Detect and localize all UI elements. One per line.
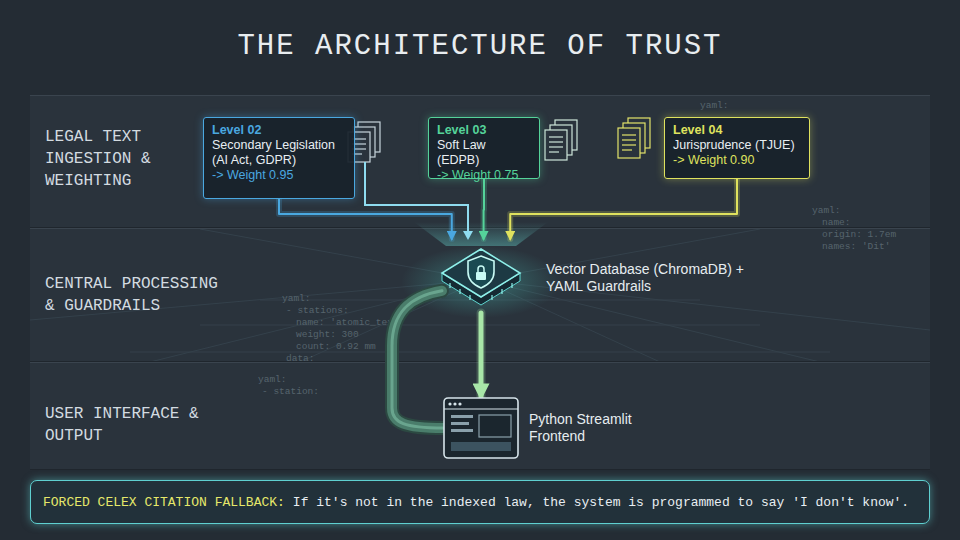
shield-icon	[468, 256, 494, 288]
content-line	[451, 415, 473, 418]
database-chip: Vector Database (ChromaDB) + YAML Guardr…	[438, 239, 524, 313]
code-snippet: - stations:	[286, 305, 349, 316]
band-label: USER INTERFACE & OUTPUT	[45, 403, 235, 447]
connector-glow	[279, 199, 452, 239]
content-panel	[479, 415, 511, 437]
chip-top	[442, 249, 520, 297]
content-line	[451, 422, 469, 425]
level-heading: Level 04	[673, 123, 801, 138]
source-box: Level 02Secondary Legislation (AI Act, G…	[203, 117, 355, 199]
code-snippet: yaml:	[812, 205, 841, 216]
chip-icon	[438, 239, 524, 313]
callout-key: FORCED CELEX CITATION FALLBACK:	[43, 495, 285, 510]
code-snippet: data:	[286, 353, 315, 364]
weight-label: -> Weight 0.90	[673, 153, 801, 168]
content-line	[451, 429, 473, 432]
connector-line	[392, 291, 443, 428]
callout-box: FORCED CELEX CITATION FALLBACK: If it's n…	[30, 480, 930, 524]
weight-label: -> Weight 0.95	[212, 168, 346, 183]
code-snippet: - station:	[262, 386, 319, 397]
layer-band: USER INTERFACE & OUTPUT Python Streamlit …	[30, 362, 930, 470]
title-bar	[444, 408, 518, 409]
pipe-outline	[392, 291, 443, 428]
source-box: Level 04Jurisprudence (TJUE)-> Weight 0.…	[664, 117, 810, 179]
level-heading: Level 03	[437, 123, 531, 138]
code-snippet: yaml:	[282, 293, 311, 304]
connector-line	[279, 199, 452, 239]
content-bar	[451, 442, 511, 451]
code-snippet: yaml:	[700, 100, 729, 111]
source-box: Level 03Soft Law (EDPB)-> Weight 0.75	[428, 117, 540, 179]
connector	[481, 313, 482, 397]
perspective-grid	[30, 229, 930, 361]
code-snippet: name:	[822, 217, 851, 228]
connector	[483, 179, 484, 239]
connector-line	[483, 179, 485, 239]
component-label: Vector Database (ChromaDB) + YAML Guardr…	[546, 261, 746, 295]
level-body: Secondary Legislation (AI Act, GDPR)	[212, 138, 346, 168]
window-dot	[448, 402, 451, 405]
browser-icon	[443, 397, 519, 459]
code-snippet: count: 0.92 mm	[296, 341, 376, 352]
connector-glow	[477, 313, 486, 397]
pipe-highlight	[392, 291, 443, 428]
level-body: Soft Law (EDPB)	[437, 138, 531, 168]
connector-glow	[510, 179, 737, 239]
band-label: CENTRAL PROCESSING & GUARDRAILS	[45, 273, 235, 317]
frontend-window: Python Streamlit Frontend	[443, 397, 519, 459]
code-snippet: origin: 1.7em	[822, 229, 896, 240]
component-label: Python Streamlit Frontend	[529, 411, 679, 445]
connector-line	[479, 313, 484, 397]
callout-text: If it's not in the indexed law, the syst…	[293, 495, 909, 510]
code-snippet: name: 'atomic_text'	[296, 317, 404, 328]
layer-band: CENTRAL PROCESSING & GUARDRAILS Vector Da…	[30, 228, 930, 362]
window-dot	[453, 402, 456, 405]
code-snippet: names: 'Dit'	[822, 241, 890, 252]
weight-label: -> Weight 0.75	[437, 168, 531, 183]
connector-glow	[481, 179, 487, 239]
connector	[279, 199, 452, 239]
code-snippet: yaml:	[258, 374, 287, 385]
lock-body	[476, 272, 486, 280]
connector	[392, 291, 443, 428]
connector-line	[510, 179, 737, 239]
window-dot	[458, 402, 461, 405]
layer-band: LEGAL TEXT INGESTION & WEIGHTINGLevel 02…	[30, 95, 930, 228]
diagram-title: THE ARCHITECTURE OF TRUST	[0, 30, 960, 63]
level-body: Jurisprudence (TJUE)	[673, 138, 801, 153]
window-frame	[444, 398, 518, 458]
connector	[510, 179, 737, 239]
lock-shackle	[478, 266, 484, 272]
code-snippet: weight: 300	[296, 329, 359, 340]
level-heading: Level 02	[212, 123, 346, 138]
